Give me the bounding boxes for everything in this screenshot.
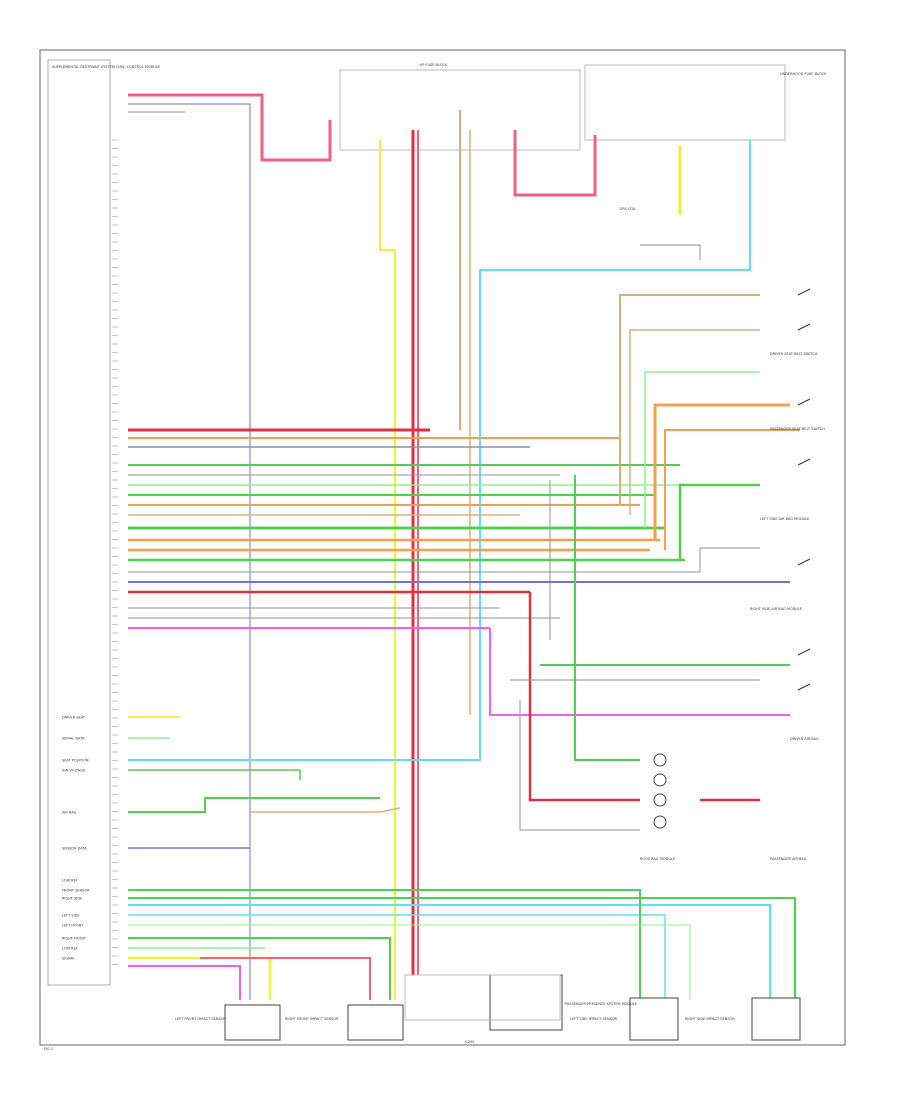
airbag-inflator-symbol (653, 793, 667, 807)
component-label: ROOF RAIL MODULE (640, 857, 675, 861)
wire-grn-seat (128, 769, 301, 780)
diagram-frame (39, 49, 846, 1046)
left-front-impact-sensor (224, 1004, 281, 1041)
row-label: LOW REF (62, 879, 78, 883)
wire-orn-right (653, 403, 790, 540)
wire-gry-underhood (640, 244, 701, 260)
wire-grn-lfs (128, 937, 391, 1000)
wire-grn-ign (128, 797, 380, 813)
switch-symbol (797, 398, 811, 406)
wire-gry-airbag (519, 700, 640, 831)
row-label: IGN VOLTAGE (62, 769, 85, 773)
right-side-sensor-label: RIGHT SIDE IMPACT SENSOR (685, 1017, 735, 1021)
left-row-labels: DRIVER SEAT SERIAL DATA SEAT POSITION IGN V… (62, 716, 90, 961)
row-label: LOW REF (62, 947, 78, 951)
wire-mag-drop (489, 628, 790, 716)
passenger-presence-label: PASSENGER PRESENCE SYSTEM MODULE (565, 1002, 637, 1006)
wire-cyan-main (128, 140, 751, 761)
underhood-block-outline (584, 64, 786, 141)
fuse-block-label: I/P FUSE BLOCK (420, 63, 448, 67)
wire-yel-sensor (128, 956, 272, 1000)
wire-dkblu-top (128, 103, 251, 1000)
component-label: LEFT SIDE AIR BAG MODULE (760, 517, 809, 521)
component-label: RIGHT SIDE AIR BAG MODULE (750, 607, 802, 611)
wire-orn-right-2 (664, 429, 800, 550)
row-label: RIGHT FRONT (62, 937, 87, 941)
ground-block (404, 974, 561, 1021)
wire-pnk-sensor (200, 957, 371, 1000)
switch-symbol (797, 558, 811, 566)
wire-ltgrn-right (644, 371, 760, 528)
row-label: LEFT SIDE (62, 914, 80, 918)
pin-number-column (112, 139, 118, 965)
wire-mag-sensor (128, 965, 241, 1000)
wire-pnk-underhood (513, 130, 597, 197)
module-name-label: SUPPLEMENTAL RESTRAINT SYSTEM (SRS) CONT… (52, 65, 160, 69)
row-label: DRIVER SEAT (62, 716, 86, 720)
wire-grn-airbag (574, 475, 640, 761)
wire-pnk-top (128, 93, 332, 162)
row-label: SERIAL DATA (62, 737, 85, 741)
wire-grn-right (678, 483, 760, 560)
wire-harness (128, 93, 800, 1000)
left-side-sensor-label: LEFT SIDE IMPACT SENSOR (570, 1017, 618, 1021)
component-label: PASSENGER SEAT BELT SWITCH (770, 427, 825, 431)
left-front-sensor-label: LEFT FRONT IMPACT SENSOR (175, 1017, 226, 1021)
wire-ltgrn-bottom (128, 924, 691, 1000)
airbag-inflator-symbol (653, 773, 667, 787)
underhood-block-label: UNDERHOOD FUSE BLOCK (780, 72, 827, 76)
right-component-labels: DRIVER SEAT BELT SWITCH PASSENGER SEAT BE… (620, 207, 825, 861)
bottom-ground-label: G200 (465, 1040, 474, 1044)
switch-symbol (797, 683, 811, 691)
switch-symbol (797, 288, 811, 296)
row-label: SIGNAL (62, 957, 75, 961)
airbag-inflator-symbol (653, 815, 667, 829)
airbag-inflator-symbol (653, 753, 667, 767)
switch-symbols (653, 288, 811, 829)
row-label: LEFT FRONT (62, 924, 84, 928)
wire-tan-right (619, 294, 760, 505)
row-label: AIR BAG (62, 811, 77, 815)
footer-code: FIG 1 (44, 1047, 53, 1051)
wire-yel-vertical (379, 140, 396, 1000)
wire-grn-bottom-2 (128, 897, 796, 1000)
wire-cyan-bottom-2 (128, 914, 666, 1000)
wire-cyan-bottom (128, 904, 771, 1000)
row-label: RIGHT SIDE (62, 897, 82, 901)
component-label: DRIVER SEAT BELT SWITCH (770, 352, 818, 356)
right-front-sensor-label: RIGHT FRONT IMPACT SENSOR (285, 1017, 339, 1021)
component-label: PASSENGER AIR BAG (770, 857, 807, 861)
row-label: FRONT SENSOR (62, 889, 90, 893)
passenger-presence-module (489, 974, 563, 1031)
right-front-impact-sensor (347, 1004, 404, 1041)
component-label: DRIVER AIR BAG (790, 737, 819, 741)
wire-gry-right (699, 547, 760, 572)
wire-tan-right-2 (629, 329, 760, 515)
wire-grn-bottom-1 (128, 889, 641, 1000)
left-side-impact-sensor (629, 997, 679, 1041)
wire-tan-ign (250, 807, 401, 813)
srs-module-outline (47, 59, 111, 986)
switch-symbol (797, 648, 811, 656)
row-label: SEAT POSITION (62, 759, 89, 763)
switch-symbol (797, 323, 811, 331)
component-label: SRS COIL (620, 207, 636, 211)
row-label: SENSOR DATA (62, 847, 87, 851)
switch-symbol (797, 458, 811, 466)
right-side-impact-sensor (751, 997, 801, 1041)
wire-red-drop (528, 592, 640, 802)
